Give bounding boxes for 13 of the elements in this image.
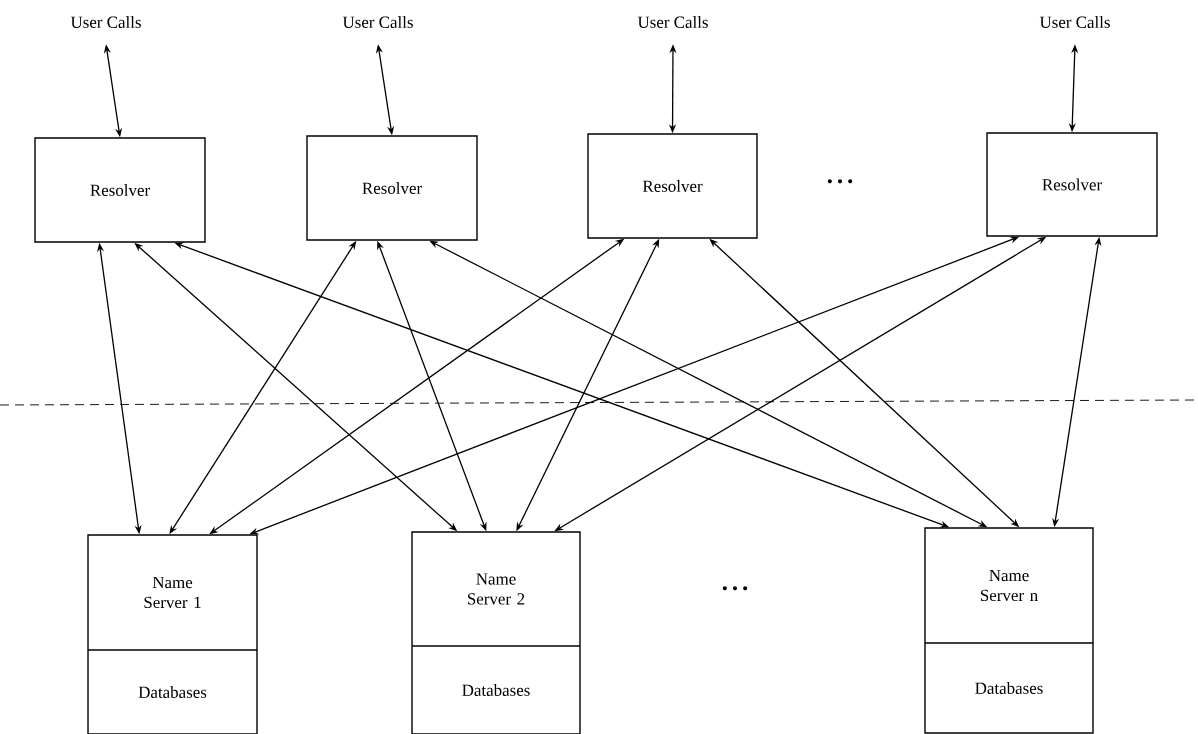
caption-text: User Calls (70, 16, 141, 28)
resolver-box: Resolver (986, 132, 1158, 237)
resolver-box: Resolver (34, 137, 206, 243)
name-server-box: Name Server 1 Databases (87, 534, 258, 734)
name-server-box: Name Server 2 Databases (411, 531, 581, 734)
resolver-box: Resolver (587, 133, 758, 239)
resolver-box: Resolver (306, 135, 478, 241)
caption-text: User Calls (637, 16, 708, 28)
caption-text: User Calls (1039, 16, 1110, 28)
ellipsis: • • • (722, 586, 748, 591)
caption-text: User Calls (342, 16, 413, 28)
name-server-box: Name Server n Databases (924, 527, 1094, 734)
ellipsis: • • • (827, 179, 853, 184)
